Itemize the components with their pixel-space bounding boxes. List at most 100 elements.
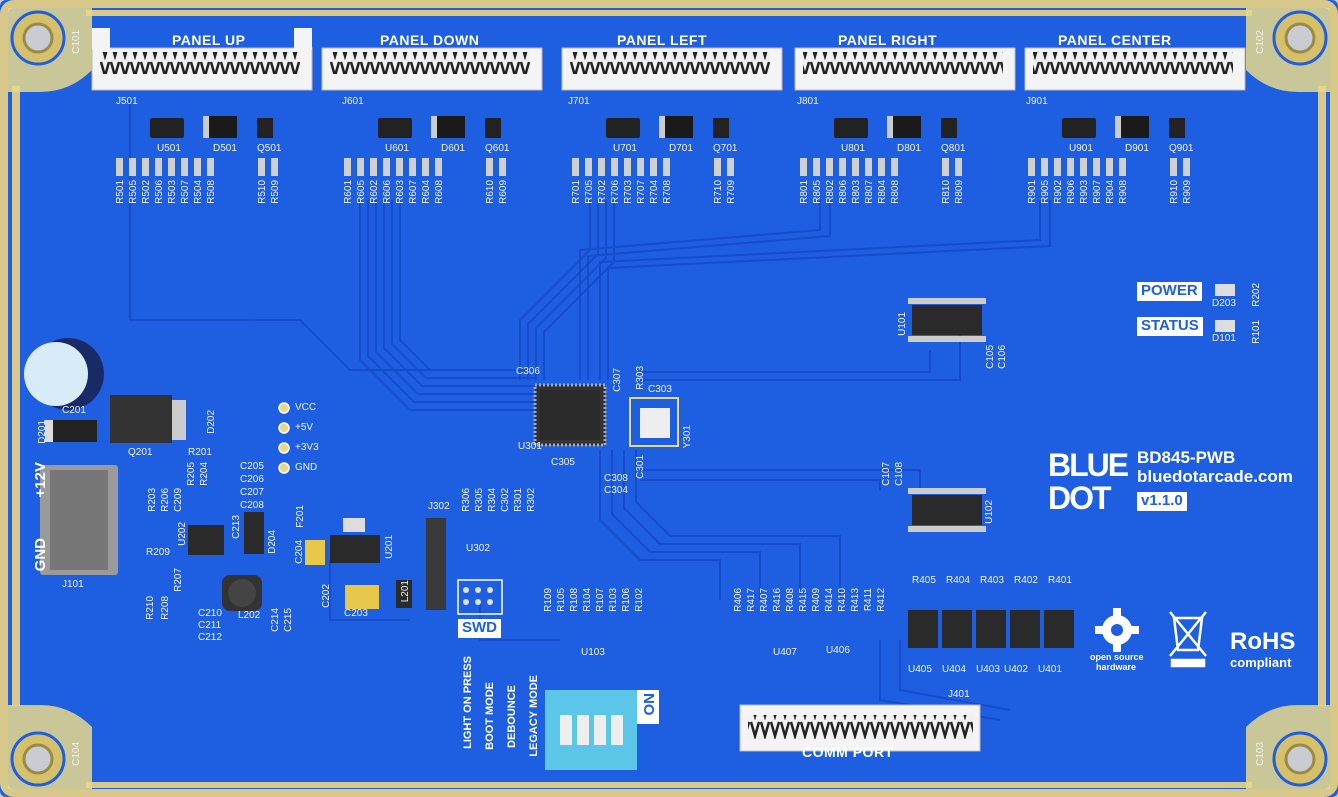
panel-left-title: PANEL LEFT [617, 32, 708, 48]
power-gnd-label: GND [32, 538, 49, 572]
j901-ref: J901 [1026, 96, 1048, 107]
c307-label: C307 [612, 368, 623, 392]
c206-label: C206 [240, 474, 264, 485]
resistor-label: R415 [798, 588, 809, 612]
resistor-label: R416 [772, 588, 783, 612]
q601-label: Q601 [485, 143, 510, 154]
board-version: v1.1.0 [1137, 492, 1187, 511]
r205-label: R205 [186, 462, 197, 486]
resistor-label: R810 [941, 180, 952, 204]
resistor-label: R802 [825, 180, 836, 204]
q501-label: Q501 [257, 143, 282, 154]
resistor-label: R412 [876, 588, 887, 612]
u401-label: U401 [1038, 664, 1062, 675]
r304-label: R304 [487, 488, 498, 512]
c212-label: C212 [198, 632, 222, 643]
resistor-label: R409 [811, 588, 822, 612]
mounting-hole-tr [1246, 8, 1330, 92]
c211-label: C211 [198, 620, 222, 631]
u301-label: U301 [518, 441, 542, 452]
resistor-label: R407 [759, 588, 770, 612]
r108-label: R108 [569, 588, 580, 612]
board-url: bluedotarcade.com [1137, 467, 1293, 486]
u101-label: U101 [897, 312, 908, 336]
resistor-label: R507 [180, 180, 191, 204]
resistor-label: R705 [584, 180, 595, 204]
mounting-hole-tl [8, 8, 92, 92]
r206-label: R206 [160, 488, 171, 512]
tp-3v3: +3V3 [295, 442, 319, 453]
resistor-label: R414 [824, 588, 835, 612]
u701-label: U701 [613, 143, 637, 154]
comm-port-title: COMM PORT [802, 744, 894, 760]
u801-label: U801 [841, 143, 865, 154]
c203-label: C203 [344, 608, 368, 619]
resistor-label: R501 [115, 180, 126, 204]
c215-label: C215 [283, 608, 294, 632]
tp-gnd: GND [295, 462, 318, 473]
indicator-leds [1215, 284, 1235, 332]
resistor-label: R502 [141, 180, 152, 204]
u103-label: U103 [581, 647, 605, 658]
panel-center-title: PANEL CENTER [1058, 32, 1172, 48]
r207-label: R207 [173, 568, 184, 592]
resistor-label: R707 [636, 180, 647, 204]
resistor-label: R506 [154, 180, 165, 204]
resistor-label: R804 [877, 180, 888, 204]
panel-down-title: PANEL DOWN [380, 32, 480, 48]
panel-group-parts [150, 116, 1185, 138]
r302-label: R302 [526, 488, 537, 512]
power-indicator-label: POWER [1137, 282, 1202, 301]
u201-label: U201 [384, 535, 395, 559]
j601-ref: J601 [342, 96, 364, 107]
resistor-label: R601 [343, 180, 354, 204]
c104-label: C104 [71, 742, 82, 766]
switch-debounce: DEBOUNCE [506, 685, 518, 748]
c107-label: C107 [881, 462, 892, 486]
j501-ref: J501 [116, 96, 138, 107]
u405-label: U405 [908, 664, 932, 675]
resistor-label: R902 [1053, 180, 1064, 204]
c301-label: C301 [635, 455, 646, 479]
resistor-label: R605 [356, 180, 367, 204]
l201-label: L201 [400, 580, 411, 603]
mcu-chip [533, 383, 679, 447]
j302-ref: J302 [428, 501, 450, 512]
r210-label: R210 [145, 596, 156, 620]
resistor-label: R710 [713, 180, 724, 204]
c204-label: C204 [294, 540, 305, 564]
c208-label: C208 [240, 500, 264, 511]
resistor-label: R604 [421, 180, 432, 204]
resistor-label: R801 [799, 180, 810, 204]
resistor-label: R503 [167, 180, 178, 204]
resistor-label: R406 [733, 588, 744, 612]
c103-label: C103 [1255, 742, 1266, 766]
switch-boot-mode: BOOT MODE [484, 682, 496, 750]
oshw-line1: open source [1090, 652, 1144, 662]
power-12v-label: +12V [32, 462, 49, 498]
resistor-label: R609 [498, 180, 509, 204]
c303-label: C303 [648, 384, 672, 395]
r109-label: R109 [543, 588, 554, 612]
resistor-label: R904 [1105, 180, 1116, 204]
q801-label: Q801 [941, 143, 966, 154]
resistor-label: R410 [837, 588, 848, 612]
d801-label: D801 [897, 143, 921, 154]
q201-label: Q201 [128, 447, 153, 458]
resistor-label: R905 [1040, 180, 1051, 204]
r204-label: R204 [199, 462, 210, 486]
resistor-label: R910 [1169, 180, 1180, 204]
resistor-label: R608 [434, 180, 445, 204]
board-name: BD845-PWB [1137, 448, 1236, 467]
c305-label: C305 [551, 457, 575, 468]
c304-label: C304 [604, 485, 628, 496]
oshw-gear-icon [1095, 608, 1139, 652]
r105-label: R105 [556, 588, 567, 612]
c108-label: C108 [894, 462, 905, 486]
d601-label: D601 [441, 143, 465, 154]
c302-label: C302 [500, 488, 511, 512]
panel-up-title: PANEL UP [172, 32, 246, 48]
resistor-label: R903 [1079, 180, 1090, 204]
rohs-sub: compliant [1230, 655, 1292, 670]
c201-label: C201 [62, 405, 86, 416]
